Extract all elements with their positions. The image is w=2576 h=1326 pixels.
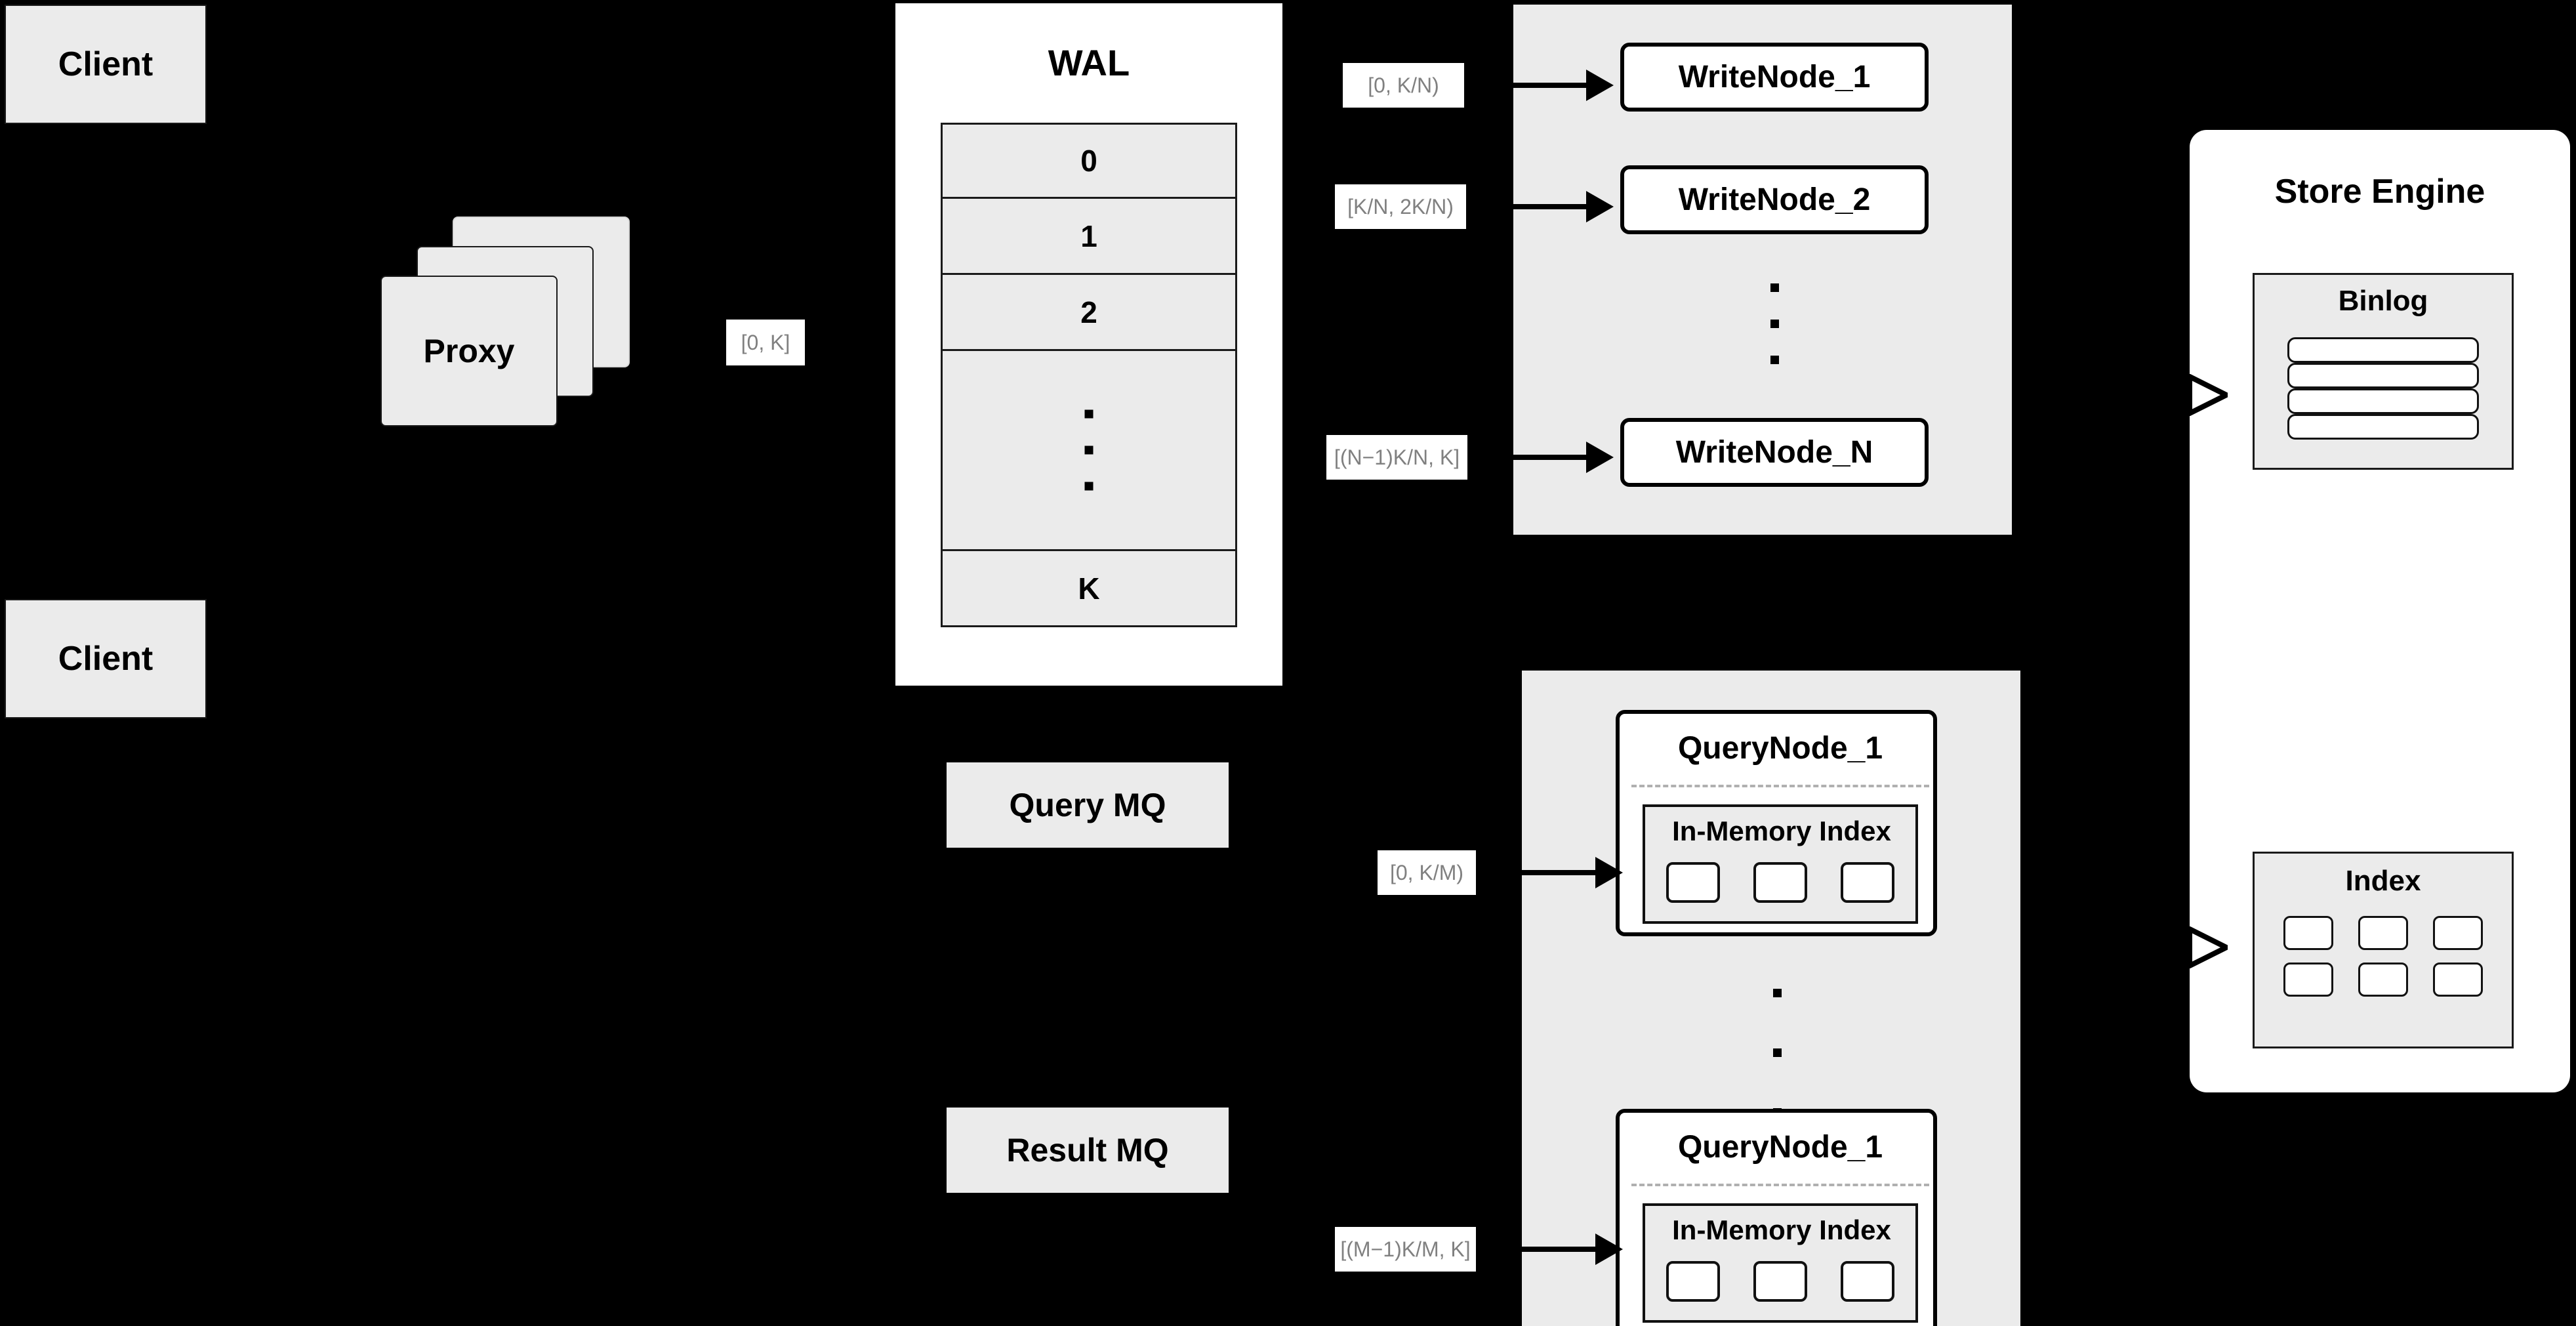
edge-label-wal-to-writenode-1: [0, K/N) [1343, 63, 1464, 108]
query-mq-label: Query MQ [1009, 787, 1166, 823]
edge-label-client-to-proxy: [0, K] [726, 320, 805, 365]
index-cell-3 [2433, 916, 2483, 950]
query-node-1-chip-3 [1841, 862, 1894, 903]
query-node-1-title: QueryNode_1 [1620, 728, 1941, 768]
write-node-1-label: WriteNode_1 [1678, 60, 1871, 94]
edge-label-mq-to-querynode-1: [0, K/M) [1378, 850, 1476, 895]
index-cell-1 [2283, 916, 2333, 950]
arrow-head-qn1 [1595, 857, 1623, 888]
arrow-line-qnM [1480, 1247, 1597, 1252]
edge-label-text-wn1: [0, K/N) [1368, 73, 1439, 97]
write-node-2[interactable]: WriteNode_2 [1620, 165, 1929, 234]
index-box: Index [2253, 852, 2514, 1048]
store-engine-title-text: Store Engine [2274, 173, 2485, 211]
query-node-1-chip-2 [1753, 862, 1807, 903]
query-node-1-chip-1 [1666, 862, 1720, 903]
arrow-line-wn1 [1469, 83, 1587, 88]
query-node-m-memory-index-label: In-Memory Index [1672, 1214, 1891, 1245]
wal-row-ellipsis [941, 351, 1237, 551]
arrow-head-qnM [1595, 1233, 1623, 1265]
arrow-head-wn2 [1586, 191, 1614, 222]
wal-row-label-2: 2 [1080, 295, 1097, 329]
query-node-m-memory-index: In-Memory Index [1643, 1203, 1918, 1323]
edge-label-text-qn1: [0, K/M) [1389, 860, 1463, 884]
query-node-1-memory-index-title: In-Memory Index [1645, 814, 1918, 849]
write-node-2-label: WriteNode_2 [1678, 182, 1871, 217]
arrow-head-wnN [1586, 442, 1614, 473]
client-box-2[interactable]: Client [5, 599, 207, 718]
query-node-1-card[interactable]: QueryNode_1 In-Memory Index [1616, 710, 1937, 936]
query-nodes-container: QueryNode_1 In-Memory Index QueryNode_1 [1522, 671, 2020, 1326]
arrow-line-wnN [1469, 455, 1587, 460]
query-node-m-separator [1631, 1184, 1929, 1186]
arrow-line-to-index [2161, 945, 2199, 949]
query-node-1-memory-index-label: In-Memory Index [1672, 816, 1891, 846]
wal-row-0: 0 [941, 123, 1237, 199]
wal-ellipsis-dots [1084, 409, 1094, 491]
query-mq-box[interactable]: Query MQ [947, 762, 1229, 848]
index-cell-2 [2358, 916, 2408, 950]
query-node-m-chip-2 [1753, 1261, 1807, 1302]
index-cell-6 [2433, 963, 2483, 997]
wal-title: WAL [895, 39, 1282, 85]
wal-row-label-0: 0 [1080, 144, 1097, 178]
wal-row-k: K [941, 551, 1237, 627]
proxy-card-front[interactable]: Proxy [380, 276, 558, 426]
query-node-1-separator [1631, 785, 1929, 787]
index-cell-5 [2358, 963, 2408, 997]
query-node-m-chip-1 [1666, 1261, 1720, 1302]
binlog-row-3 [2287, 388, 2479, 414]
edge-label-wal-to-writenode-n: [(N−1)K/N, K] [1326, 435, 1467, 480]
binlog-row-1 [2287, 337, 2479, 363]
query-nodes-ellipsis-dots [1773, 989, 1782, 1117]
wal-row-label-1: 1 [1080, 218, 1097, 253]
edge-label-text-client-proxy: [0, K] [741, 330, 790, 354]
arrow-line-to-binlog [2161, 392, 2199, 397]
edge-label-mq-to-querynode-m: [(M−1)K/M, K] [1335, 1227, 1476, 1272]
wal-title-text: WAL [1048, 41, 1130, 83]
query-node-m-title: QueryNode_1 [1620, 1127, 1941, 1167]
wal-row-2: 2 [941, 275, 1237, 351]
result-mq-box[interactable]: Result MQ [947, 1108, 1229, 1193]
store-engine-title: Store Engine [2190, 171, 2570, 213]
client-box-1[interactable]: Client [5, 5, 207, 124]
arrow-line-wn2 [1469, 204, 1587, 209]
index-cell-4 [2283, 963, 2333, 997]
arrow-head-wn1 [1586, 70, 1614, 101]
query-node-m-memory-index-title: In-Memory Index [1645, 1212, 1918, 1248]
client-label-1: Client [58, 45, 153, 83]
write-nodes-ellipsis-dots [1770, 283, 1779, 364]
client-label-2: Client [58, 640, 153, 678]
edge-label-wal-to-writenode-2: [K/N, 2K/N) [1335, 184, 1466, 229]
arrow-head-open-index [2188, 926, 2228, 968]
store-engine-panel: Store Engine Binlog Index [2190, 130, 2570, 1092]
write-node-n[interactable]: WriteNode_N [1620, 418, 1929, 487]
proxy-stack[interactable]: Proxy [380, 217, 669, 433]
edge-label-text-wnN: [(N−1)K/N, K] [1334, 445, 1460, 469]
arrow-line-qn1 [1480, 870, 1597, 875]
query-node-1-memory-index: In-Memory Index [1643, 804, 1918, 924]
write-node-1[interactable]: WriteNode_1 [1620, 43, 1929, 112]
edge-label-text-wn2: [K/N, 2K/N) [1347, 194, 1454, 218]
query-node-m-label: QueryNode_1 [1677, 1129, 1883, 1165]
wal-row-1: 1 [941, 199, 1237, 275]
query-node-1-label: QueryNode_1 [1677, 730, 1883, 766]
proxy-label: Proxy [423, 333, 515, 369]
edge-label-text-qnM: [(M−1)K/M, K] [1340, 1237, 1471, 1261]
query-node-m-card[interactable]: QueryNode_1 In-Memory Index [1616, 1109, 1937, 1326]
binlog-title-text: Binlog [2338, 285, 2428, 317]
binlog-box: Binlog [2253, 273, 2514, 470]
wal-row-label-k: K [1078, 571, 1100, 606]
query-node-m-chip-3 [1841, 1261, 1894, 1302]
wal-panel: WAL 0 1 2 K [895, 3, 1282, 686]
arrow-head-open-binlog [2188, 374, 2228, 416]
index-title: Index [2255, 863, 2512, 900]
index-title-text: Index [2345, 865, 2421, 897]
result-mq-label: Result MQ [1006, 1132, 1169, 1169]
binlog-row-4 [2287, 414, 2479, 440]
binlog-title: Binlog [2255, 283, 2512, 320]
binlog-row-2 [2287, 363, 2479, 388]
write-node-n-label: WriteNode_N [1675, 435, 1873, 470]
